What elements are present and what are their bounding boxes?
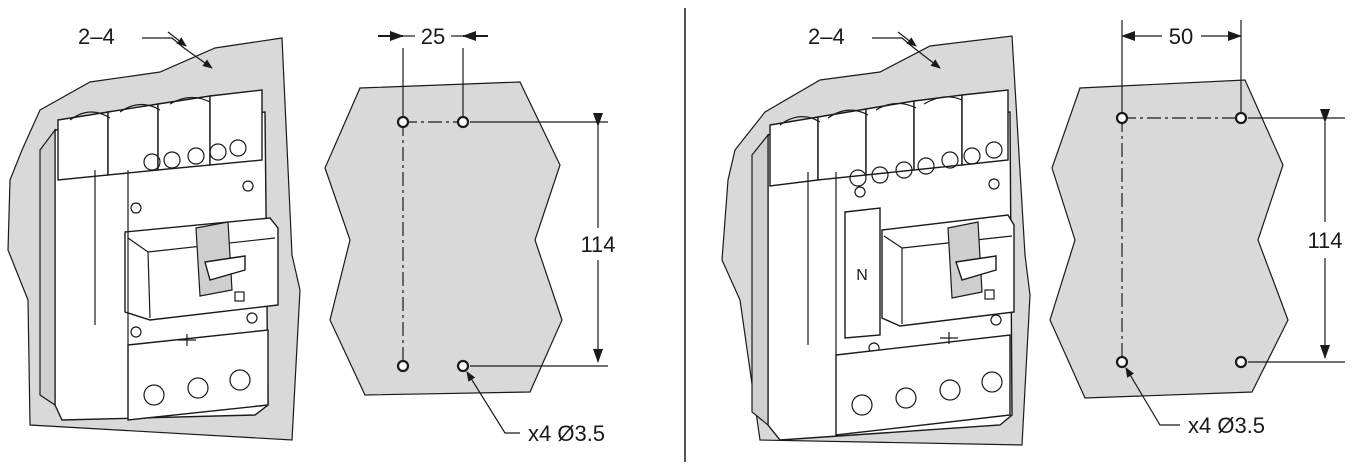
right-drilling-template [1049, 20, 1345, 399]
left-hole-bottom-left [396, 359, 410, 373]
left-hole-top-right [456, 115, 470, 129]
left-thickness-callout: 2–4 [78, 24, 213, 69]
left-drilling-template [324, 48, 608, 396]
left-holes-callout: x4 Ø3.5 [466, 371, 605, 446]
left-height-dimension: 114 [580, 113, 616, 363]
right-breaker-side [751, 133, 769, 427]
left-hole-bottom-right [456, 359, 470, 373]
right-handle-housing [881, 214, 1015, 327]
left-toggle-handle [195, 221, 233, 297]
right-spacing-dimension: 50 [1121, 24, 1242, 49]
right-breaker-illustration: N [721, 35, 1031, 446]
right-hole-bottom-right [1234, 355, 1248, 369]
right-hole-top-right [1234, 111, 1248, 125]
left-spacing-dimension: 25 [378, 24, 488, 49]
right-neutral-label: N [856, 267, 868, 284]
left-template-plate [324, 81, 563, 396]
right-thickness-callout: 2–4 [808, 24, 941, 69]
right-neutral-window [844, 207, 881, 339]
right-hole-bottom-left [1115, 355, 1129, 369]
right-terminals-bottom [835, 332, 1011, 436]
right-thickness-label: 2–4 [808, 24, 845, 49]
left-terminals-bottom [127, 329, 269, 421]
left-breaker-illustration [7, 37, 301, 441]
left-terminals-top [57, 89, 263, 181]
left-thickness-label: 2–4 [78, 24, 115, 49]
right-height-label: 114 [1307, 228, 1342, 253]
left-spacing-label: 25 [421, 24, 445, 49]
right-spacing-label: 50 [1169, 24, 1193, 49]
left-height-label: 114 [580, 232, 615, 257]
right-holes-callout: x4 Ø3.5 [1125, 367, 1265, 438]
right-holes-label: x4 Ø3.5 [1188, 413, 1265, 438]
left-hole-top-left [396, 115, 410, 129]
right-terminals-top [769, 89, 1009, 187]
right-hole-top-left [1115, 111, 1129, 125]
left-holes-label: x4 Ø3.5 [528, 421, 605, 446]
right-template-plate [1049, 79, 1289, 399]
right-height-dimension: 114 [1307, 109, 1343, 359]
left-breaker-side [39, 128, 56, 407]
